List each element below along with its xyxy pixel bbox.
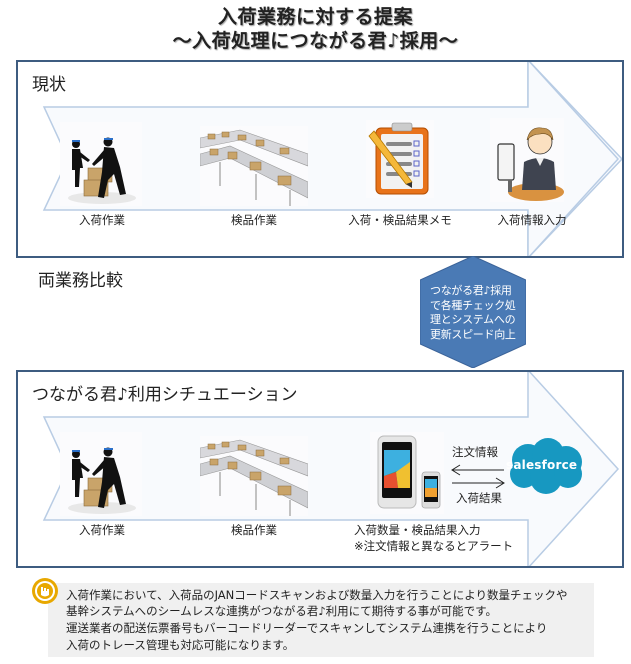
order-info-label: 注文情報 bbox=[452, 445, 498, 459]
salesforce-logo-text: salesforce bbox=[506, 458, 578, 472]
receiving-result-label: 入荷結果 bbox=[456, 491, 502, 505]
current-step-label: 検品作業 bbox=[231, 213, 277, 227]
workers-carrying-boxes-icon bbox=[60, 432, 142, 516]
improvement-hexagon-text: つながる君♪採用 で各種チェック処 理とシステムへの 更新スピード向上 bbox=[430, 284, 516, 341]
current-state-heading: 現状 bbox=[32, 75, 66, 95]
conveyor-belt-icon bbox=[199, 126, 309, 206]
note-line: 入荷作業において、入荷品のJANコードスキャンおよび数量入力を行うことにより数量… bbox=[66, 588, 568, 602]
note-line: 入荷のトレース管理も対応可能になります。 bbox=[66, 638, 295, 652]
proposed-situation-panel: つながる君♪利用シチュエーション 入荷作業 bbox=[16, 370, 624, 568]
conveyor-belt-icon bbox=[199, 436, 309, 516]
summary-note-box bbox=[48, 583, 594, 657]
current-state-panel: 現状 入荷作業 bbox=[16, 60, 624, 258]
person-at-computer-icon bbox=[490, 118, 564, 202]
improvement-hexagon bbox=[420, 256, 526, 368]
workers-carrying-boxes-icon bbox=[60, 122, 142, 206]
proposed-step-label: 入荷作業 bbox=[79, 523, 125, 537]
comparison-label: 両業務比較 bbox=[38, 271, 123, 291]
handheld-scanner-icon bbox=[370, 432, 444, 514]
current-step-label: 入荷・検品結果メモ bbox=[348, 213, 452, 227]
salesforce-cloud-icon bbox=[510, 438, 582, 494]
current-step-label: 入荷作業 bbox=[79, 213, 125, 227]
page-title-line1: 入荷業務に対する提案 bbox=[217, 6, 413, 28]
hand-sign-icon bbox=[32, 578, 58, 604]
page-title-line2: ～入荷処理につながる君♪採用～ bbox=[172, 30, 459, 52]
proposed-situation-heading: つながる君♪利用シチュエーション bbox=[32, 385, 298, 405]
current-step-label: 入荷情報入力 bbox=[497, 213, 567, 227]
proposed-step-label: 入荷数量・検品結果入力 bbox=[354, 523, 481, 537]
note-line: 基幹システムへのシームレスな連携がつながる君♪利用にて期待する事が可能です。 bbox=[66, 604, 497, 618]
proposed-step-label: 検品作業 bbox=[231, 523, 277, 537]
bidirectional-flow-arrows bbox=[451, 464, 505, 489]
note-line: 運送業者の配送伝票番号もバーコードリーダーでスキャンしてシステム連携を行うことに… bbox=[66, 621, 548, 635]
proposed-step-sublabel: ※注文情報と異なるとアラート bbox=[354, 539, 514, 553]
clipboard-checklist-icon bbox=[366, 120, 434, 198]
